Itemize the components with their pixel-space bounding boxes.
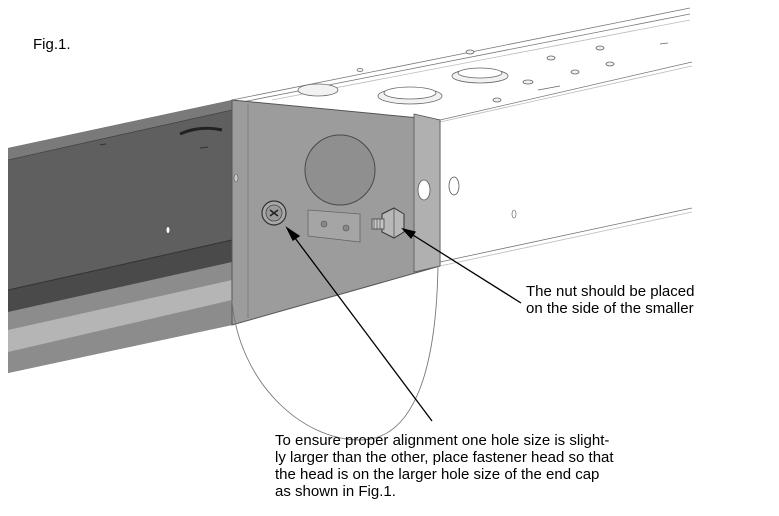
figure-label: Fig.1. xyxy=(33,36,71,53)
nut-placement-note: The nut should be placed on the side of … xyxy=(526,283,694,317)
nut-leader-line xyxy=(404,229,522,304)
nut-note-line: The nut should be placed xyxy=(526,283,695,300)
alignment-note-line: the head is on the larger hole size of t… xyxy=(275,466,600,483)
alignment-leader-line xyxy=(288,229,433,422)
nut-leader-arrow-icon xyxy=(401,227,417,240)
alignment-note: To ensure proper alignment one hole size… xyxy=(275,432,614,500)
alignment-note-line: ly larger than the other, place fastener… xyxy=(275,449,614,466)
alignment-note-line: To ensure proper alignment one hole size… xyxy=(275,432,610,449)
top-surface-holes xyxy=(297,42,669,105)
fastener-head xyxy=(261,200,287,226)
leader-lines xyxy=(285,226,522,422)
alignment-note-line: as shown in Fig.1. xyxy=(275,483,396,500)
alignment-leader-arrow-icon xyxy=(285,226,301,241)
end-cap-plate xyxy=(231,99,517,441)
nut-and-stud xyxy=(371,207,405,239)
nut-note-line: on the side of the smaller xyxy=(526,300,694,317)
housing-body xyxy=(7,100,373,373)
